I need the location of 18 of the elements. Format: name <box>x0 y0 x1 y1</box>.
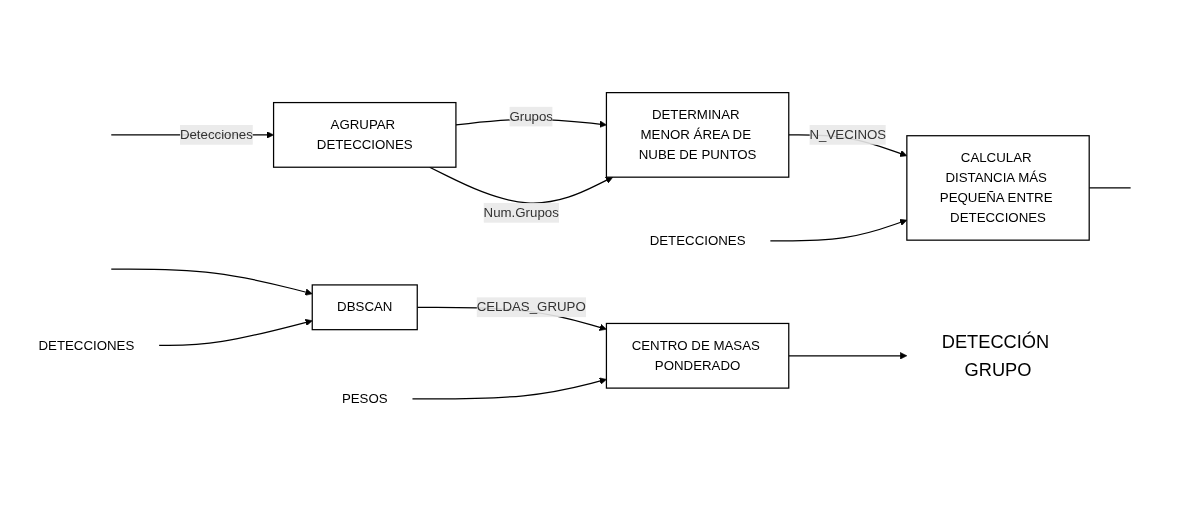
node-text: DETECCIONES <box>649 233 746 248</box>
arrow <box>788 352 908 360</box>
arrow <box>110 268 313 296</box>
edge-label: CELDAS_GRUPO <box>476 299 586 314</box>
node-box: DETERMINAR MENOR ÁREA DE NUBE DE PUNTOS <box>605 92 790 178</box>
node-box: CENTRO DE MASAS PONDERADO <box>605 322 790 389</box>
edge-label: Grupos <box>509 109 553 124</box>
edge-label: N_VECINOS <box>809 127 887 142</box>
node-box: DBSCAN <box>311 284 418 331</box>
node-box: CALCULAR DISTANCIA MÁS PEQUEÑA ENTRE DETECCIONES <box>906 135 1090 241</box>
edge-label: Num.Grupos <box>483 205 559 220</box>
node-text: DETECCIÓN GRUPO <box>941 331 1050 380</box>
arrow <box>158 318 313 347</box>
node-text: DETECCIONES <box>38 338 135 353</box>
edge-label: Detecciones <box>179 127 253 142</box>
node-box: AGRUPAR DETECCIONES <box>272 102 457 168</box>
arrow <box>411 377 607 400</box>
node-text: PESOS <box>341 391 388 406</box>
